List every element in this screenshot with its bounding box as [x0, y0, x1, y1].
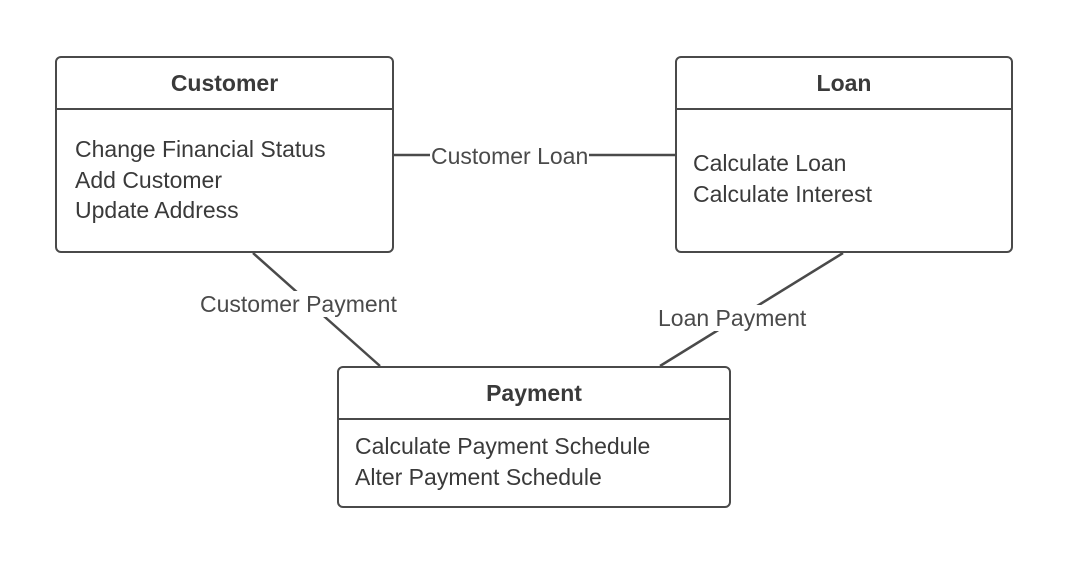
customer-class-title: Customer	[57, 58, 392, 110]
payment-class-title: Payment	[339, 368, 729, 420]
customer-class-box: Customer Change Financial Status Add Cus…	[55, 56, 394, 253]
customer-operations: Change Financial Status Add Customer Upd…	[57, 110, 392, 226]
loan-operation-item: Calculate Loan	[693, 150, 847, 176]
loan-payment-label: Loan Payment	[657, 305, 808, 331]
loan-operation-item: Calculate Interest	[693, 180, 872, 207]
payment-class-box: Payment Calculate Payment Schedule Alter…	[337, 366, 731, 508]
customer-operation-item: Update Address	[75, 197, 239, 223]
customer-payment-label: Customer Payment	[199, 291, 398, 317]
customer-operation-item: Change Financial Status	[75, 136, 326, 162]
loan-class-box: Loan Calculate Loan Calculate Interest	[675, 56, 1013, 253]
loan-operations: Calculate Loan Calculate Interest	[677, 110, 1011, 209]
customer-operation-item: Add Customer	[75, 166, 223, 193]
payment-operation-item: Alter Payment Schedule	[355, 463, 602, 490]
payment-operation-item: Calculate Payment Schedule	[355, 433, 651, 459]
loan-class-title: Loan	[677, 58, 1011, 110]
customer-loan-label: Customer Loan	[430, 143, 590, 169]
payment-operations: Calculate Payment Schedule Alter Payment…	[339, 420, 729, 492]
